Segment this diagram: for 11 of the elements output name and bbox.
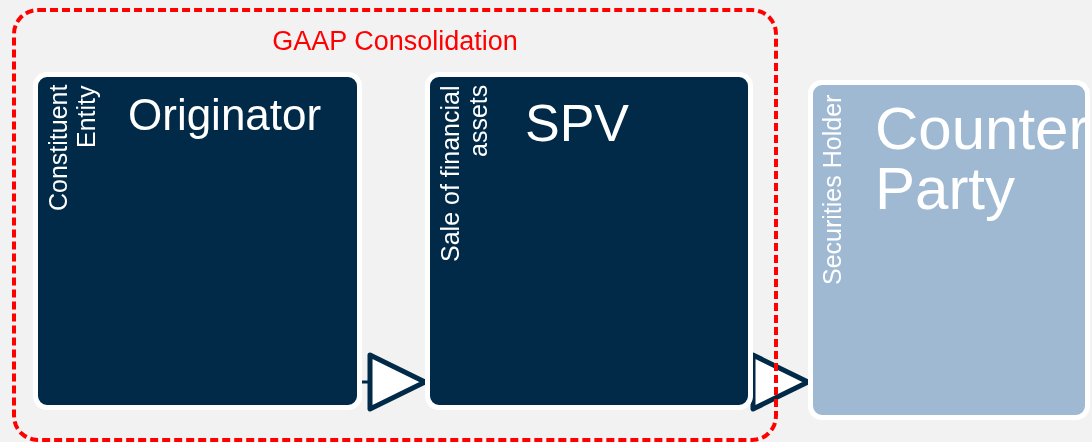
consolidation-boundary (12, 8, 778, 442)
entity-name: Originator (128, 93, 322, 137)
group-title: GAAP Consolidation (271, 26, 519, 57)
role-label: Sale of financial assets (436, 85, 492, 264)
entity-box (33, 72, 362, 410)
entity-box (425, 72, 753, 410)
role-label: Constituent Entity (44, 85, 100, 214)
entity-name: Counter Party (875, 99, 1090, 219)
entity-name: SPV (525, 97, 630, 149)
role-label: Securities Holder (818, 95, 846, 288)
entity-box (808, 80, 1090, 420)
